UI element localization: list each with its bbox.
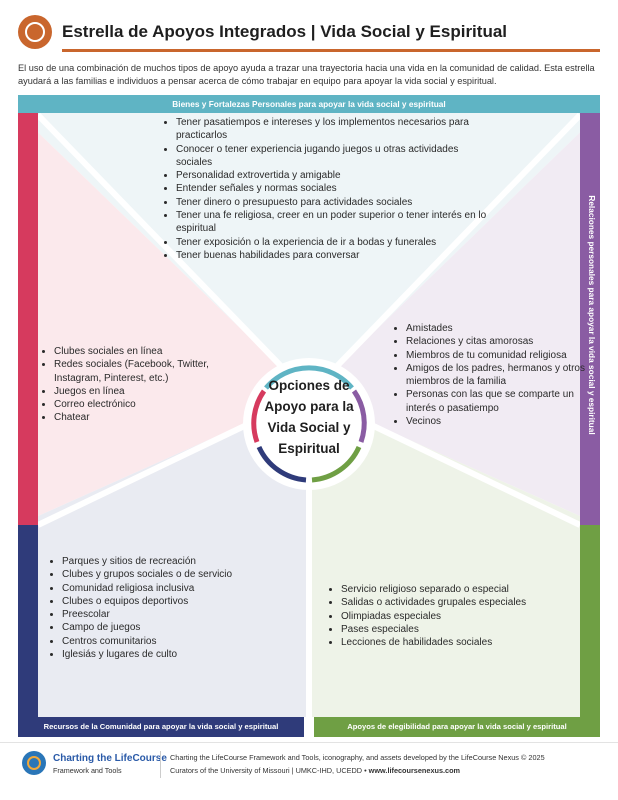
footer-link[interactable]: www.lifecoursenexus.com xyxy=(368,766,461,775)
center-ring xyxy=(251,365,367,483)
footer-credit-line2: Curators of the University of Missouri |… xyxy=(170,766,460,775)
list-item: Centros comunitarios xyxy=(62,635,292,648)
band-community-side xyxy=(18,525,38,737)
footer-brand-subtitle: Framework and Tools xyxy=(53,766,122,775)
list-item: Parques y sitios de recreación xyxy=(62,555,292,568)
bottom-left-section-list: Parques y sitios de recreación Clubes y … xyxy=(48,555,292,661)
list-item: Juegos en línea xyxy=(54,385,244,398)
bottom-right-section-list: Servicio religioso separado o especial S… xyxy=(327,583,581,649)
right-region xyxy=(309,113,600,525)
band-relationships xyxy=(580,113,600,525)
list-item: Personas con las que se comparte un inte… xyxy=(406,388,588,415)
footer-credit: Charting the LifeCourse Framework and To… xyxy=(170,753,545,762)
list-item: Entender señales y normas sociales xyxy=(176,182,496,195)
center-circle xyxy=(243,358,375,490)
band-personal-assets: Bienes y Fortalezas Personales para apoy… xyxy=(18,95,600,113)
left-region xyxy=(18,113,309,525)
footer-credit-text: Curators of the University of Missouri |… xyxy=(170,766,367,775)
list-item: Pases especiales xyxy=(341,623,581,636)
list-item: Lecciones de habilidades sociales xyxy=(341,636,581,649)
band-technology xyxy=(18,113,38,525)
center-line: Opciones de xyxy=(268,378,350,393)
list-item: Campo de juegos xyxy=(62,621,292,634)
left-section-list: Clubes sociales en línea Redes sociales … xyxy=(40,345,244,425)
list-item: Comunidad religiosa inclusiva xyxy=(62,582,292,595)
right-section-list: Amistades Relaciones y citas amorosas Mi… xyxy=(392,322,588,428)
page-title: Estrella de Apoyos Integrados | Vida Soc… xyxy=(62,22,508,41)
band-community-resources: Recursos de la Comunidad para apoyar la … xyxy=(18,717,304,737)
band-relationships-label: Relaciones personales para apoyar la vid… xyxy=(587,195,597,435)
center-line: Espiritual xyxy=(278,441,340,456)
center-title: Opciones de Apoyo para la Vida Social y … xyxy=(243,375,375,459)
ring-segment-bottom-right xyxy=(311,445,362,483)
list-item: Conocer o tener experiencia jugando jueg… xyxy=(176,143,496,170)
list-item: Amigos de los padres, hermanos y otros m… xyxy=(406,362,588,389)
list-item: Vecinos xyxy=(406,415,588,428)
title-divider xyxy=(62,49,600,52)
brand-logo xyxy=(18,15,52,49)
ring-segment-top xyxy=(264,365,354,390)
list-item: Redes sociales (Facebook, Twitter, Insta… xyxy=(54,358,244,385)
list-item: Tener pasatiempos e intereses y los impl… xyxy=(176,116,496,143)
ring-segment-right xyxy=(351,389,367,443)
footer-brand: Charting the LifeCourse xyxy=(53,753,167,764)
list-item: Miembros de tu comunidad religiosa xyxy=(406,349,588,362)
list-item: Servicio religioso separado o especial xyxy=(341,583,581,596)
list-item: Chatear xyxy=(54,411,244,424)
list-item: Iglesiás y lugares de culto xyxy=(62,648,292,661)
list-item: Personalidad extrovertida y amigable xyxy=(176,169,496,182)
list-item: Tener dinero o presupuesto para activida… xyxy=(176,196,496,209)
list-item: Clubes sociales en línea xyxy=(54,345,244,358)
list-item: Salidas o actividades grupales especiale… xyxy=(341,596,581,609)
band-technology-label: Tecnología para apoyar la vida social y … xyxy=(5,218,15,412)
top-region xyxy=(18,113,600,395)
star-background xyxy=(18,112,600,717)
ring-segment-bottom-left xyxy=(256,445,307,483)
list-item: Relaciones y citas amorosas xyxy=(406,335,588,348)
ring-segment-left xyxy=(251,389,267,443)
top-section-list: Tener pasatiempos e intereses y los impl… xyxy=(162,116,496,262)
list-item: Clubes o equipos deportivos xyxy=(62,595,292,608)
lifecourse-logo xyxy=(22,751,46,775)
band-eligibility-side xyxy=(580,525,600,737)
list-item: Olimpiadas especiales xyxy=(341,610,581,623)
intro-text: El uso de una combinación de muchos tipo… xyxy=(18,63,595,86)
list-item: Tener una fe religiosa, creer en un pode… xyxy=(176,209,496,236)
bottom-right-region xyxy=(309,395,600,717)
center-line: Vida Social y xyxy=(267,420,351,435)
bottom-left-region xyxy=(18,395,309,717)
band-eligibility-supports: Apoyos de elegibilidad para apoyar la vi… xyxy=(314,717,600,737)
footer-divider xyxy=(0,742,618,743)
list-item: Amistades xyxy=(406,322,588,335)
footer-separator xyxy=(160,751,161,778)
list-item: Clubes y grupos sociales o de servicio xyxy=(62,568,292,581)
list-item: Correo electrónico xyxy=(54,398,244,411)
list-item: Tener exposición o la experiencia de ir … xyxy=(176,236,496,249)
center-line: Apoyo para la xyxy=(264,399,354,414)
list-item: Tener buenas habilidades para conversar xyxy=(176,249,496,262)
list-item: Preescolar xyxy=(62,608,292,621)
